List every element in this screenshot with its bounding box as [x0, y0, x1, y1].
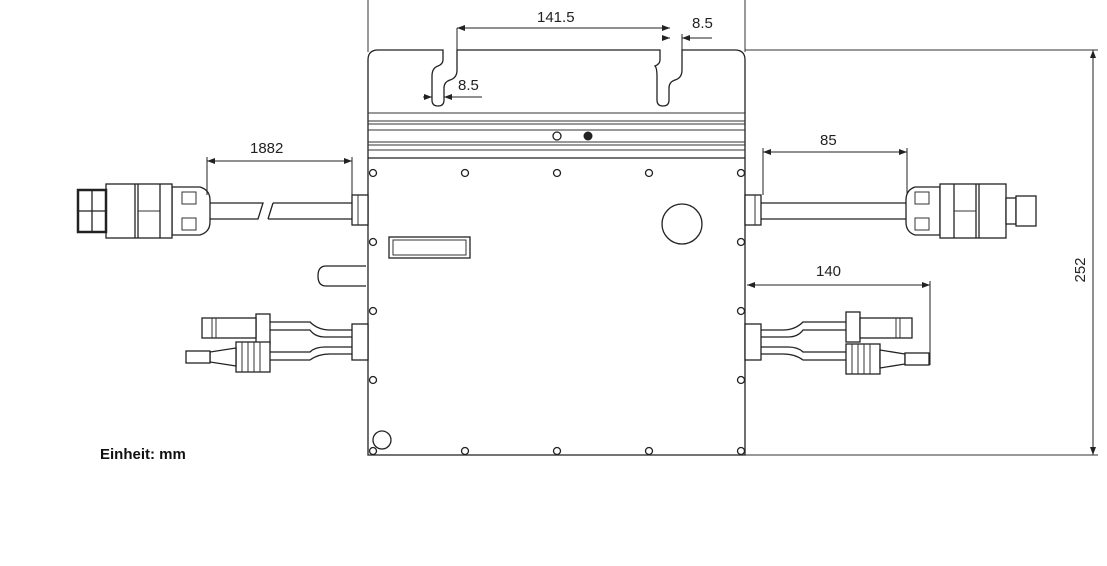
dimension-slot-spacing: 141.5 — [456, 9, 670, 60]
dc-connectors-right — [744, 311, 930, 375]
dimension-ac-right: 85 — [762, 132, 908, 195]
screw-holes — [368, 168, 746, 456]
inverter-body — [317, 49, 746, 456]
extension-lines — [367, 0, 1098, 456]
unit-label: Einheit: mm — [100, 446, 186, 463]
ac-connector-right — [744, 183, 1037, 239]
dim-252-label: 252 — [1072, 257, 1089, 282]
dc-connectors-left — [185, 313, 369, 373]
dimension-ac-left: 1882 — [206, 140, 353, 195]
dimension-slot-width-right: 8.5 — [662, 15, 713, 50]
dimension-slot-width-left: 8.5 — [423, 77, 482, 100]
dim-140-label: 140 — [816, 263, 841, 280]
dim-141-5-label: 141.5 — [537, 9, 575, 26]
ac-connector-left — [76, 183, 369, 239]
dim-85-label: 85 — [820, 132, 837, 149]
dim-1882-label: 1882 — [250, 140, 283, 157]
dim-8-5-right-label: 8.5 — [692, 15, 713, 32]
dimension-dc-right: 140 — [747, 263, 931, 365]
dim-8-5-left-label: 8.5 — [458, 77, 479, 94]
dimension-height: 252 — [1072, 50, 1096, 455]
